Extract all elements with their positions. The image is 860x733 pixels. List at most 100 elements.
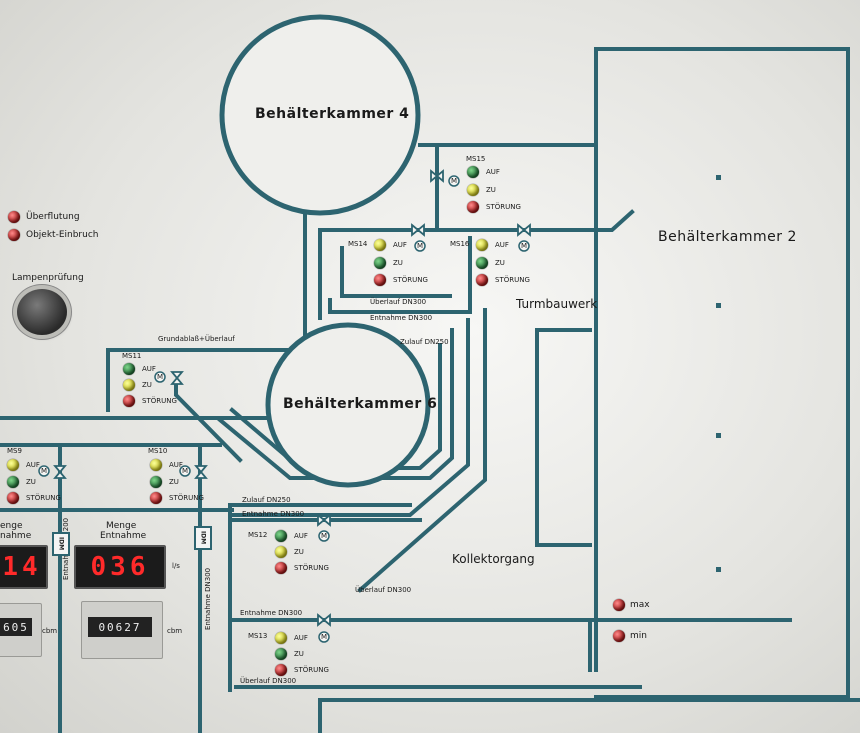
collector-label: Kollektorgang <box>452 552 535 566</box>
withdrawal-dn300-vertical-label: Entnahme DN300 <box>204 567 212 630</box>
intrusion-alarm-label: Objekt-Einbruch <box>26 230 99 240</box>
motor-ms15-icon <box>448 175 460 187</box>
ms15-fault-lamp <box>467 201 479 213</box>
motor-ms16-icon <box>518 240 530 252</box>
ms10-open-lamp <box>150 459 162 471</box>
left-counter-unit: cbm <box>42 627 58 635</box>
ms13-fault-lamp <box>275 664 287 676</box>
right-idm-badge: IDM <box>194 526 212 550</box>
ms10-fault-label: STÖRUNG <box>169 494 204 502</box>
ms14-closed-lamp <box>374 257 386 269</box>
ms16-open-label: AUF <box>495 241 509 249</box>
chamber-6-outline <box>265 322 431 488</box>
chamber-4-outline <box>219 14 421 216</box>
valve-ms15-label: MS15 <box>466 155 486 163</box>
ms10-open-label: AUF <box>169 461 183 469</box>
ms13-open-lamp <box>275 632 287 644</box>
ms13-open-label: AUF <box>294 634 308 642</box>
motor-ms12-letter: M <box>321 532 328 540</box>
lamp-test-label: Lampenprüfung <box>12 273 84 283</box>
valve-ms12-label: MS12 <box>248 531 268 539</box>
ms15-closed-label: ZU <box>486 186 496 194</box>
overflow-dn300-lower-label: Überlauf DN300 <box>355 586 412 594</box>
ms13-fault-label: STÖRUNG <box>294 666 329 674</box>
ms16-closed-lamp <box>476 257 488 269</box>
right-meter-label-2: Entnahme <box>100 531 147 541</box>
motor-ms10-icon <box>179 465 191 477</box>
left-volume-counter: 605 <box>0 618 32 636</box>
right-flow-unit: l/s <box>172 562 180 570</box>
valve-ms16-label: MS16 <box>450 240 470 248</box>
motor-ms14-icon <box>414 240 426 252</box>
ms11-fault-label: STÖRUNG <box>142 397 177 405</box>
valve-ms11-label: MS11 <box>122 352 142 360</box>
ms16-fault-lamp <box>476 274 488 286</box>
motor-ms15-letter: M <box>451 177 458 185</box>
ms16-fault-label: STÖRUNG <box>495 276 530 284</box>
inflow-dn250-label: Zulauf DN250 <box>400 338 449 346</box>
bottom-drain-label: Grundablaß+Überlauf <box>158 335 235 343</box>
right-counter-unit: cbm <box>167 627 183 635</box>
ms15-open-label: AUF <box>486 168 500 176</box>
right-meter-label-1: Menge <box>106 521 137 531</box>
motor-ms11-icon <box>154 371 166 383</box>
left-meter-label-2: nahme <box>0 531 32 541</box>
ms14-closed-label: ZU <box>393 259 403 267</box>
ms13-closed-lamp <box>275 648 287 660</box>
motor-ms9-letter: M <box>41 467 48 475</box>
ms13-closed-label: ZU <box>294 650 304 658</box>
valve-ms10-symbol <box>194 465 208 479</box>
right-volume-counter: 00627 <box>88 617 152 637</box>
flood-alarm-label: Überflutung <box>26 212 80 222</box>
ms12-fault-label: STÖRUNG <box>294 564 329 572</box>
inflow-dn250-lower-label: Zulauf DN250 <box>242 496 291 504</box>
chamber-6-label: Behälterkammer 6 <box>283 396 438 412</box>
lamp-test-button[interactable] <box>17 289 67 335</box>
ms15-fault-label: STÖRUNG <box>486 203 521 211</box>
ms9-closed-lamp <box>7 476 19 488</box>
ms9-open-lamp <box>7 459 19 471</box>
ms9-fault-label: STÖRUNG <box>26 494 61 502</box>
valve-ms9-label: MS9 <box>7 447 22 455</box>
motor-ms13-letter: M <box>321 633 328 641</box>
valve-ms14-label: MS14 <box>348 240 368 248</box>
ms11-closed-lamp <box>123 379 135 391</box>
valve-ms10-label: MS10 <box>148 447 168 455</box>
motor-ms11-letter: M <box>157 373 164 381</box>
flood-alarm-lamp <box>8 211 20 223</box>
motor-ms9-icon <box>38 465 50 477</box>
ms10-closed-label: ZU <box>169 478 179 486</box>
level-min-lamp <box>613 630 625 642</box>
ms14-fault-lamp <box>374 274 386 286</box>
level-max-label: max <box>630 600 650 610</box>
ms9-closed-label: ZU <box>26 478 36 486</box>
ms12-closed-label: ZU <box>294 548 304 556</box>
motor-ms12-icon <box>318 530 330 542</box>
ms14-open-lamp <box>374 239 386 251</box>
ms14-open-label: AUF <box>393 241 407 249</box>
valve-ms13-label: MS13 <box>248 632 268 640</box>
ms11-open-label: AUF <box>142 365 156 373</box>
motor-ms13-icon <box>318 631 330 643</box>
withdrawal-dn300-lower-label: Entnahme DN300 <box>242 510 305 518</box>
withdrawal-dn300-label: Entnahme DN300 <box>370 314 433 322</box>
ms16-open-lamp <box>476 239 488 251</box>
ms15-closed-lamp <box>467 184 479 196</box>
ms10-closed-lamp <box>150 476 162 488</box>
ms12-fault-lamp <box>275 562 287 574</box>
left-meter-label-1: enge <box>0 521 23 531</box>
overflow-dn300-label: Überlauf DN300 <box>370 298 427 306</box>
ms16-closed-label: ZU <box>495 259 505 267</box>
level-max-lamp <box>613 599 625 611</box>
ms10-fault-lamp <box>150 492 162 504</box>
motor-ms14-letter: M <box>417 242 424 250</box>
left-idm-badge: IDM <box>52 532 70 556</box>
ms9-open-label: AUF <box>26 461 40 469</box>
chamber-2-label: Behälterkammer 2 <box>658 229 797 245</box>
left-flow-display: 14 <box>0 545 48 589</box>
ms12-closed-lamp <box>275 546 287 558</box>
motor-ms10-letter: M <box>182 467 189 475</box>
valve-ms13-symbol <box>317 613 331 627</box>
ms9-fault-lamp <box>7 492 19 504</box>
